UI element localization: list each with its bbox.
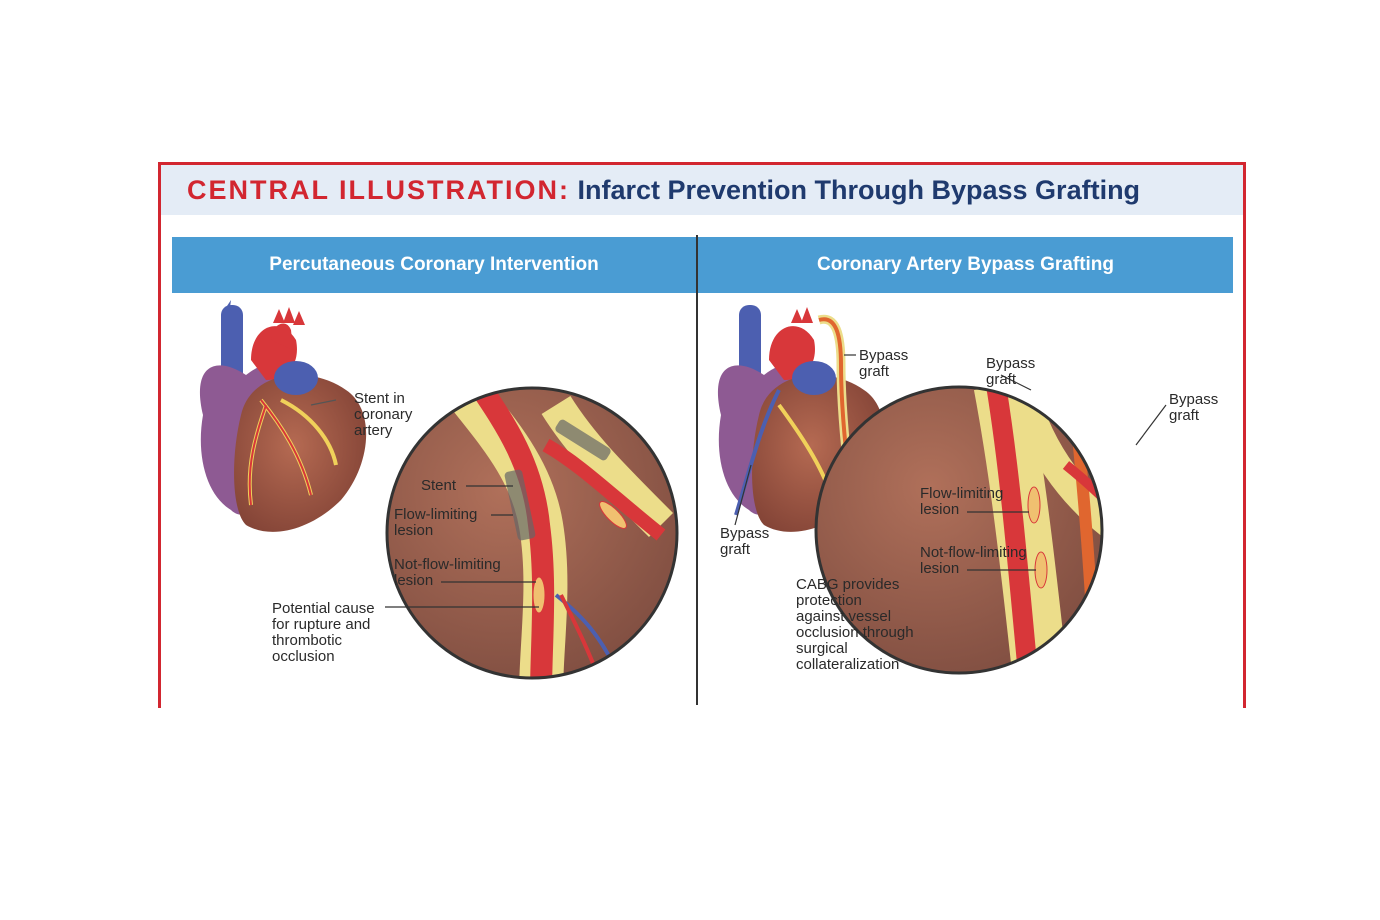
label-stent: Stent bbox=[421, 477, 457, 494]
cabg-panel-heading: Coronary Artery Bypass Grafting bbox=[698, 237, 1233, 293]
label-cabg-protection-note: CABG provides protection against vessel … bbox=[796, 576, 914, 673]
title-lead: CENTRAL ILLUSTRATION: bbox=[187, 175, 570, 205]
title-rest: Infarct Prevention Through Bypass Grafti… bbox=[577, 175, 1141, 205]
pci-heart-illustration bbox=[199, 300, 367, 532]
label-stent-in-coronary-artery: Stent in coronary artery bbox=[354, 390, 413, 439]
label-potential-cause: Potential cause for rupture and thrombot… bbox=[272, 600, 375, 665]
pci-magnified-view bbox=[385, 386, 679, 680]
label-bypass-graft-left: Bypass graft bbox=[720, 525, 770, 558]
panel-divider bbox=[696, 235, 698, 705]
label-bypass-graft-heart: Bypass graft bbox=[859, 347, 909, 380]
label-bypass-graft-circle-top: Bypass graft bbox=[986, 355, 1036, 388]
title-bar: CENTRAL ILLUSTRATION: Infarct Prevention… bbox=[161, 165, 1243, 215]
illustration-artwork bbox=[199, 300, 1167, 680]
pci-panel-heading: Percutaneous Coronary Intervention bbox=[172, 237, 696, 293]
label-flow-limiting-lesion: Flow-limiting lesion bbox=[394, 506, 478, 539]
label-bypass-graft-circle-right: Bypass graft bbox=[1169, 391, 1219, 424]
label-cabg-not-flow-limiting-lesion: Not-flow-limiting lesion bbox=[920, 544, 1027, 577]
label-cabg-flow-limiting-lesion: Flow-limiting lesion bbox=[920, 485, 1004, 518]
label-not-flow-limiting-lesion: Not-flow-limiting lesion bbox=[394, 556, 501, 589]
illustration-frame: CENTRAL ILLUSTRATION: Infarct Prevention… bbox=[158, 162, 1246, 708]
figure-title: CENTRAL ILLUSTRATION: Infarct Prevention… bbox=[187, 175, 1140, 206]
